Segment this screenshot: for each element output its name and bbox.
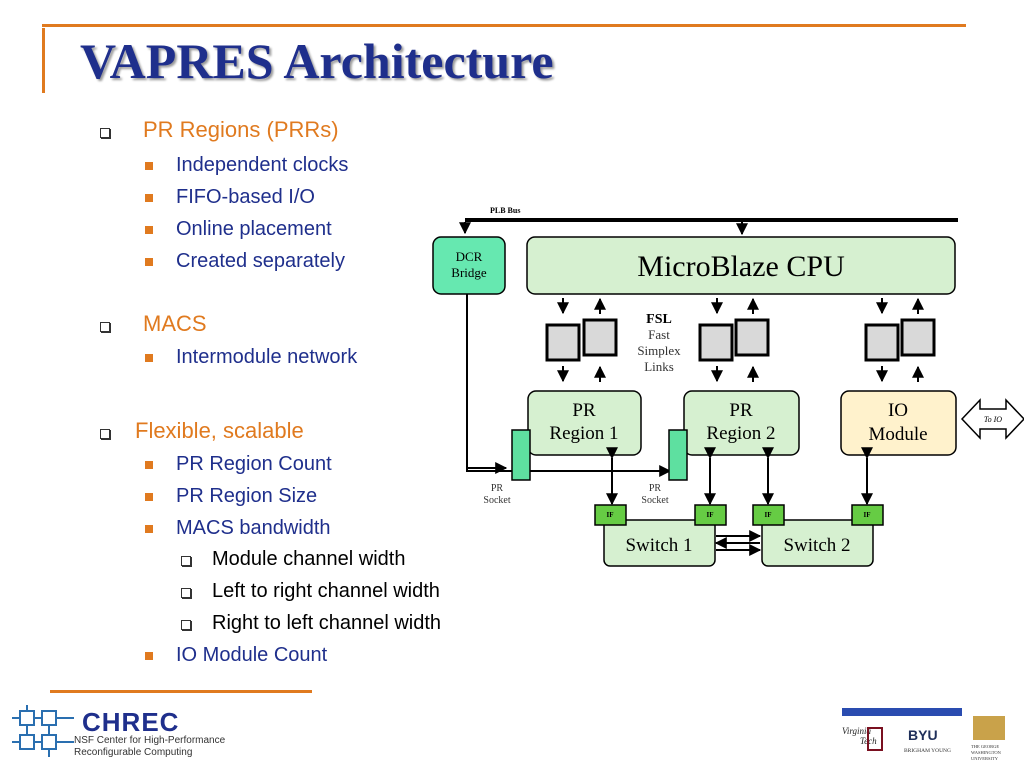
bullet-level-1: PR Regions (PRRs) — [143, 117, 339, 142]
dcr-bridge-box — [432, 236, 506, 295]
chrec-logo — [12, 705, 74, 757]
if-box-1 — [594, 504, 627, 526]
square-bullet-icon — [145, 525, 153, 533]
hollow-square-bullet-icon — [100, 429, 110, 439]
square-bullet-icon — [145, 226, 153, 234]
bullet-level-2: Intermodule network — [176, 346, 358, 368]
if-box-3 — [752, 504, 785, 526]
square-bullet-icon — [145, 493, 153, 501]
to-io-arrow — [960, 398, 1024, 440]
square-bullet-icon — [145, 354, 153, 362]
dcr-line-socket-2 — [466, 465, 672, 477]
fsl-3-fifo-b — [900, 318, 936, 357]
pr-socket-1-label-1: PR — [491, 483, 504, 494]
square-bullet-icon — [145, 258, 153, 266]
square-bullet-icon — [145, 162, 153, 170]
if-box-4-label: IF — [864, 511, 871, 519]
microblaze-cpu-box — [526, 236, 956, 295]
bullet-level-2: Independent clocks — [176, 154, 349, 176]
chrec-subtitle-2: Reconfigurable Computing — [74, 747, 193, 758]
fsl-1-fifo-a — [545, 323, 581, 362]
if-box-3-label: IF — [765, 511, 772, 519]
dcr-bridge-label-2: Bridge — [451, 265, 487, 280]
pr-socket-2-label-1: PR — [649, 483, 662, 494]
fsl-2-fifo-b — [734, 318, 770, 357]
bullet-level-2: Created separately — [176, 250, 345, 272]
bullet-level-2: MACS bandwidth — [176, 517, 331, 539]
bullet-level-1: MACS — [143, 311, 207, 336]
hollow-square-bullet-icon — [181, 588, 191, 598]
square-bullet-icon — [145, 652, 153, 660]
io-module-label-1: IO — [888, 400, 908, 421]
switch-2-label: Switch 2 — [783, 535, 850, 556]
microblaze-cpu-label: MicroBlaze CPU — [637, 250, 845, 283]
bullet-level-3: Left to right channel width — [212, 580, 440, 602]
bullet-level-2: Online placement — [176, 218, 332, 240]
top-accent-line — [42, 24, 966, 27]
fsl-2-fifo-a — [698, 323, 734, 362]
pr-socket-1 — [511, 429, 531, 481]
dcr-line-socket-1 — [466, 294, 508, 474]
square-bullet-icon — [145, 194, 153, 202]
square-bullet-icon — [145, 461, 153, 469]
gwu-logo-text-2: WASHINGTON — [971, 750, 1002, 755]
florida-logo-fragment — [842, 708, 962, 716]
hollow-square-bullet-icon — [100, 128, 110, 138]
bullet-level-2: PR Region Size — [176, 485, 318, 507]
pr-socket-2 — [668, 429, 688, 481]
university-logos: Virginia Tech BYU BRIGHAM YOUNG THE GEOR… — [842, 708, 1005, 761]
pr-region-1-label-2: Region 1 — [549, 423, 618, 444]
slide-title: VAPRES Architecture — [80, 33, 554, 89]
bullet-level-2: FIFO-based I/O — [176, 186, 315, 208]
chrec-wordmark: CHREC — [82, 707, 180, 737]
pr-region-1-box — [527, 390, 642, 456]
fsl-label-3: Simplex — [637, 343, 681, 358]
plb-bus-label: PLB Bus — [490, 206, 520, 215]
pr-region-1-label-1: PR — [572, 400, 596, 421]
switch-2-box — [761, 519, 874, 567]
if-box-2 — [694, 504, 727, 526]
fsl-label-2: Fast — [648, 327, 670, 342]
to-io-label: To IO — [984, 415, 1002, 424]
hollow-square-bullet-icon — [181, 556, 191, 566]
bullet-level-3: Module channel width — [212, 548, 406, 570]
fsl-1-fifo-b — [582, 318, 618, 357]
io-module-label-2: Module — [868, 424, 927, 445]
fsl-label-1: FSL — [646, 312, 672, 327]
top-left-accent-line — [42, 28, 45, 93]
byu-logo-subtext: BRIGHAM YOUNG — [904, 748, 951, 754]
if-box-2-label: IF — [707, 511, 714, 519]
vt-logo-mark — [867, 727, 883, 751]
fsl-3-fifo-a — [864, 323, 900, 362]
bullet-level-2: PR Region Count — [176, 453, 332, 475]
bullet-level-1: Flexible, scalable — [135, 418, 304, 443]
if-box-1-label: IF — [607, 511, 614, 519]
gwu-logo-text-1: THE GEORGE — [971, 744, 999, 749]
footer-accent-line — [50, 690, 312, 693]
switch-1-label: Switch 1 — [625, 535, 692, 556]
architecture-diagram: PLB Bus DCR Bridge MicroBlaze CPU FSL Fa… — [432, 206, 1024, 567]
gwu-logo-mark — [973, 716, 1005, 740]
if-box-4 — [851, 504, 884, 526]
dcr-bridge-label-1: DCR — [456, 249, 483, 264]
pr-socket-2-label-2: Socket — [641, 495, 668, 506]
pr-region-2-box — [683, 390, 800, 456]
hollow-square-bullet-icon — [100, 322, 110, 332]
gwu-logo-text-3: UNIVERSITY — [971, 756, 999, 761]
fsl-label-4: Links — [644, 359, 674, 374]
hollow-square-bullet-icon — [181, 620, 191, 630]
pr-socket-1-label-2: Socket — [483, 495, 510, 506]
bullet-level-2: IO Module Count — [176, 644, 328, 666]
chrec-subtitle-1: NSF Center for High-Performance — [74, 735, 226, 746]
pr-region-2-label-2: Region 2 — [706, 423, 775, 444]
io-module-box — [840, 390, 957, 456]
pr-region-2-label-1: PR — [729, 400, 753, 421]
vt-logo-text-1: Virginia — [842, 726, 871, 736]
bullet-level-3: Right to left channel width — [212, 612, 442, 634]
byu-logo-text: BYU — [908, 727, 938, 743]
